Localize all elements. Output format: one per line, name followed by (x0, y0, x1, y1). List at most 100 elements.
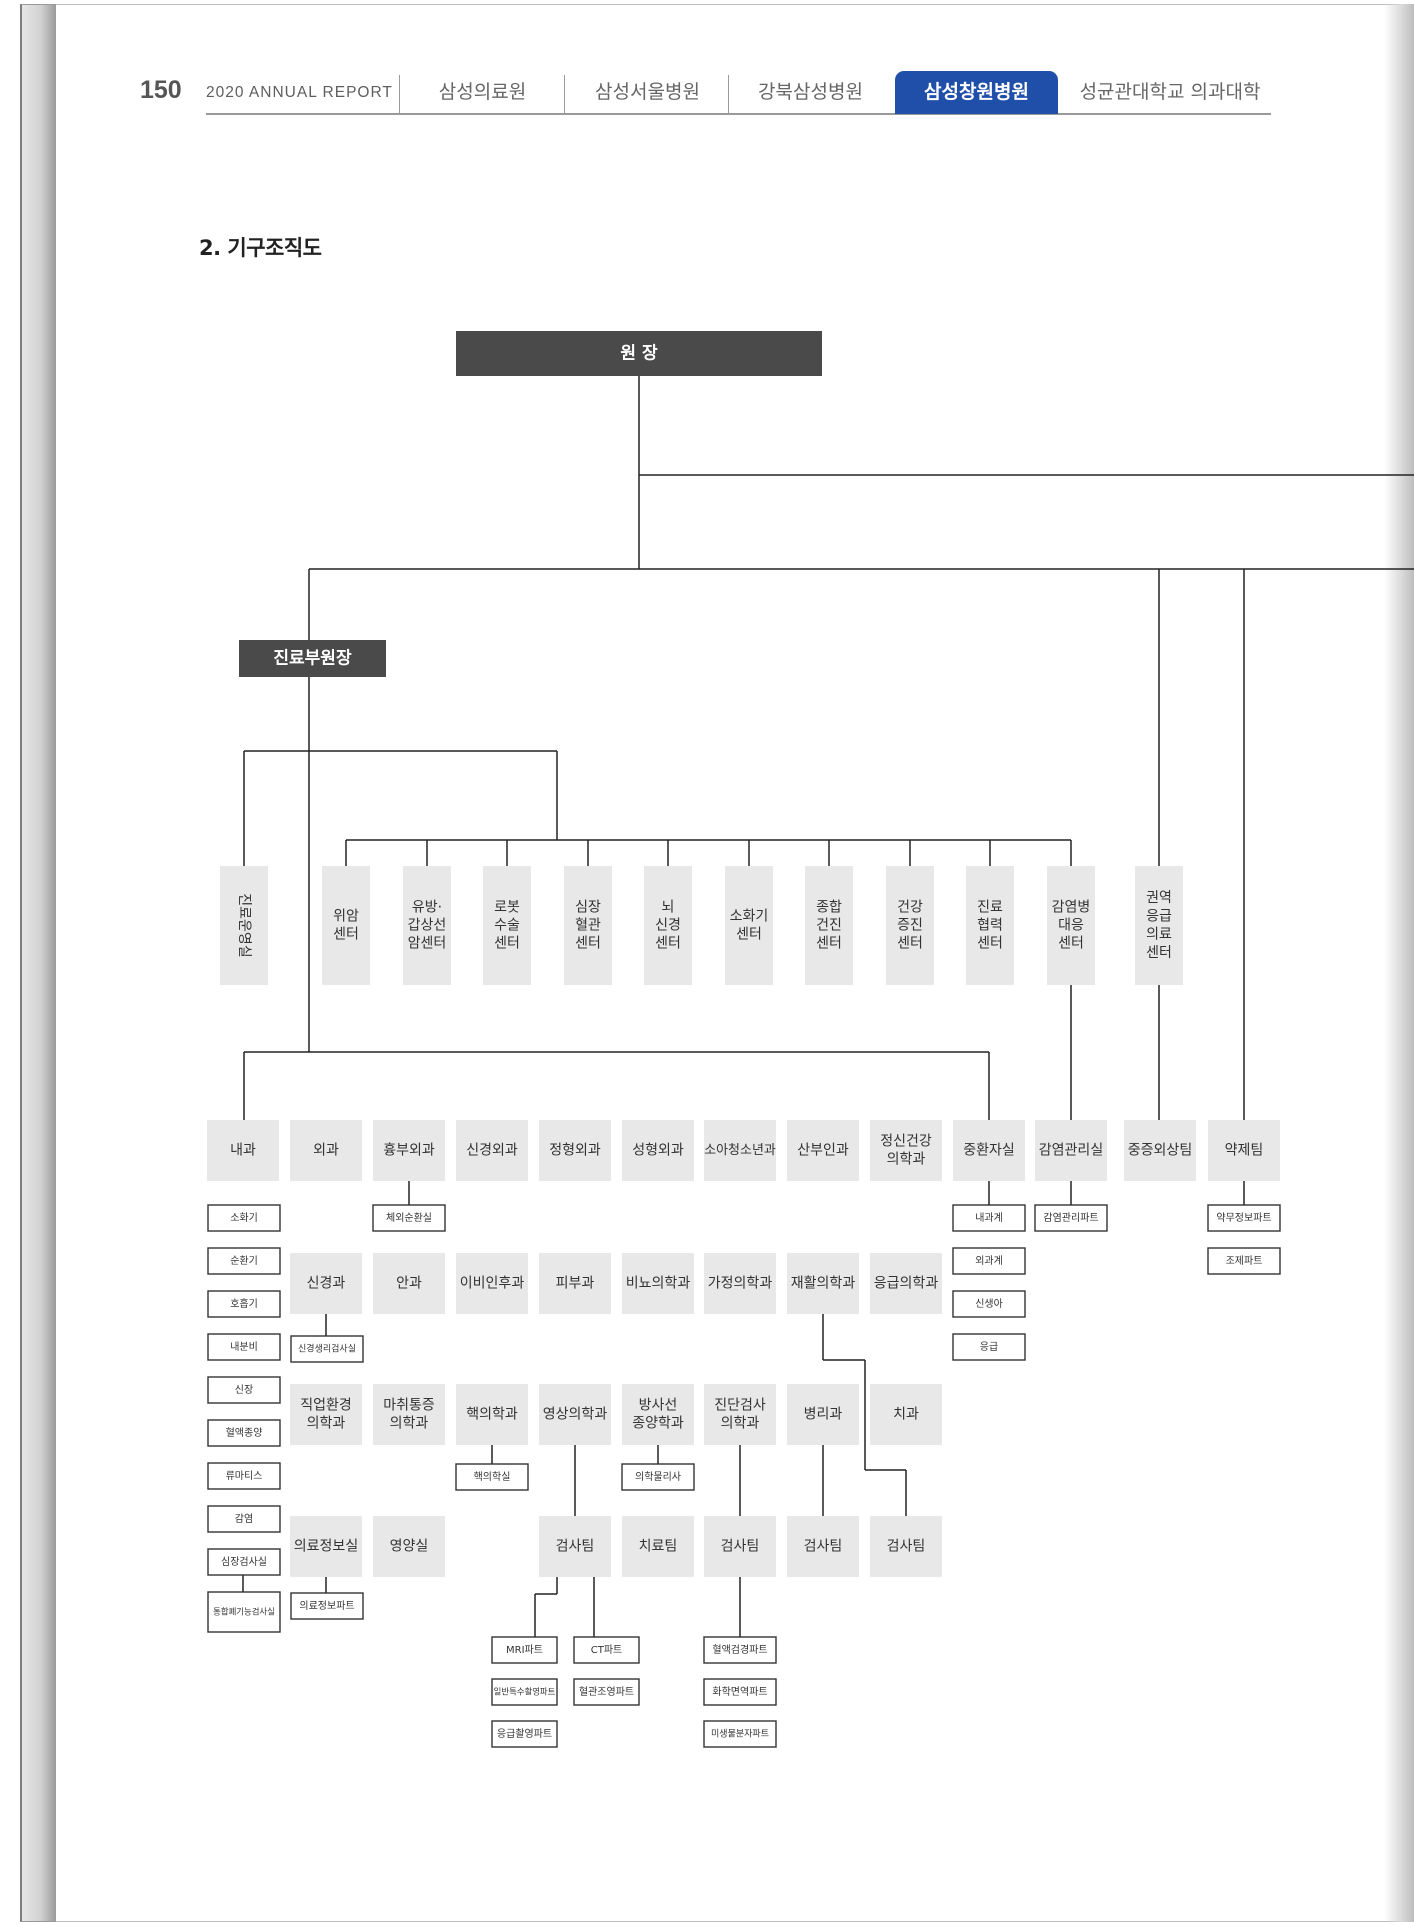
tab-kangbuk-samsung-hospital[interactable]: 강북삼성병원 (758, 81, 863, 103)
org-node-box (455, 1463, 529, 1491)
org-node-box (870, 1384, 942, 1445)
org-node-box (372, 1204, 446, 1232)
org-node-label: 류마티스 (226, 1470, 263, 1482)
org-node-label: 진료부원장 (273, 649, 352, 669)
org-node-label: 원 장 (620, 344, 658, 364)
org-node-box (373, 1516, 445, 1577)
org-node-box (456, 1253, 528, 1314)
org-node-box (725, 866, 773, 985)
org-node-t-lab: 검사팀 (704, 1516, 776, 1577)
org-node-s-im3: 호흡기 (207, 1290, 281, 1318)
book-spine (20, 4, 56, 1922)
org-node-label: 신장 (235, 1384, 253, 1396)
org-node-d-trauma: 중증외상팀 (1124, 1120, 1196, 1181)
page-header: 150 2020 ANNUAL REPORT 삼성의료원 삼성서울병원 강북삼성… (0, 0, 1414, 130)
org-node-label: 감염관리실 (1039, 1143, 1103, 1159)
org-node-box (290, 1335, 364, 1363)
org-node-s-mi: 의료정보파트 (290, 1592, 364, 1620)
tab-skku-medical-school[interactable]: 성균관대학교 의과대학 (1079, 81, 1261, 103)
org-node-box (622, 1384, 694, 1445)
org-node-box (207, 1290, 281, 1318)
org-node-box (1047, 866, 1095, 985)
org-node-label: 감염관리파트 (1043, 1212, 1098, 1224)
org-node-label: 혈액검경파트 (712, 1643, 767, 1656)
org-node-box (622, 1120, 694, 1181)
org-node-label: 응급의학과 (874, 1276, 939, 1292)
org-node-label: 핵의학과 (466, 1407, 518, 1423)
org-node-label: 약제팀 (1225, 1143, 1264, 1159)
org-node-s-ts: 체외순환실 (372, 1204, 446, 1232)
org-node-d-rehab: 재활의학과 (787, 1253, 859, 1314)
org-node-d-dent: 치과 (870, 1384, 942, 1445)
org-node-box (787, 1253, 859, 1314)
org-node-label: 약무정보파트 (1216, 1212, 1271, 1224)
org-node-d-pharm: 약제팀 (1208, 1120, 1280, 1181)
org-node-label: 혈액종양 (226, 1426, 263, 1439)
org-node-box (373, 1253, 445, 1314)
org-node-s-icu2: 외과계 (952, 1247, 1026, 1275)
org-node-s-lab3: 미생물분자파트 (703, 1720, 777, 1748)
org-node-s-ph2: 조제파트 (1207, 1247, 1281, 1275)
org-node-label: 검사팀 (556, 1539, 595, 1555)
org-node-label: 호흡기 (230, 1297, 258, 1310)
org-node-box (539, 1253, 611, 1314)
org-node-label: 화학면역파트 (712, 1686, 767, 1698)
org-node-label: 내과계 (975, 1212, 1003, 1224)
org-node-s-icu1: 내과계 (952, 1204, 1026, 1232)
org-node-box (456, 1384, 528, 1445)
tab-samsung-changwon-hospital[interactable]: 삼성창원병원 (895, 71, 1058, 114)
org-node-d-neuro: 신경과 (290, 1253, 362, 1314)
org-node-label: 외과 (313, 1143, 339, 1159)
org-node-d-ts: 흉부외과 (373, 1120, 445, 1181)
org-node-box (539, 1516, 611, 1577)
org-node-box (322, 866, 370, 985)
org-node-label: 내과 (230, 1143, 256, 1159)
org-node-box (1135, 866, 1183, 985)
org-node-box (952, 1247, 1026, 1275)
org-node-t-ro: 치료팀 (622, 1516, 694, 1577)
org-node-box (207, 1204, 281, 1232)
org-node-box (207, 1120, 279, 1181)
org-node-box (703, 1636, 777, 1664)
org-node-box (1208, 1120, 1280, 1181)
org-node-label: MRI파트 (506, 1644, 543, 1656)
tab-samsung-seoul-hospital[interactable]: 삼성서울병원 (595, 81, 700, 103)
org-node-label: 흉부외과 (383, 1143, 435, 1159)
org-node-label: 신경생리검사실 (298, 1343, 356, 1355)
org-node-label: 검사팀 (721, 1539, 760, 1555)
org-node-box (621, 1463, 695, 1491)
org-node-box (456, 1120, 528, 1181)
org-node-label: 핵의학실 (474, 1471, 511, 1483)
org-node-box (704, 1516, 776, 1577)
org-node-t-rad: 검사팀 (539, 1516, 611, 1577)
org-node-box (539, 1120, 611, 1181)
org-node-label: 내분비 (230, 1341, 258, 1353)
org-node-box (239, 640, 386, 677)
org-node-s-rad4: CT파트 (573, 1636, 640, 1664)
org-node-d-im: 내과 (207, 1120, 279, 1181)
org-node-label: 미생물분자파트 (711, 1729, 769, 1740)
org-node-box (539, 1384, 611, 1445)
org-node-label: 통합폐기능검사실 (213, 1607, 275, 1617)
org-node-d-ent: 이비인후과 (456, 1253, 528, 1314)
org-node-box (1207, 1247, 1281, 1275)
org-node-box (787, 1120, 859, 1181)
org-node-box (953, 1120, 1025, 1181)
org-node-box (805, 866, 853, 985)
org-node-label: 치료팀 (639, 1539, 678, 1555)
tab-samsung-medical-center[interactable]: 삼성의료원 (438, 81, 527, 103)
org-node-label: 중증외상팀 (1128, 1143, 1192, 1159)
org-node-s-lab1: 혈액검경파트 (703, 1636, 777, 1664)
org-node-s-im7: 류마티스 (207, 1462, 281, 1490)
